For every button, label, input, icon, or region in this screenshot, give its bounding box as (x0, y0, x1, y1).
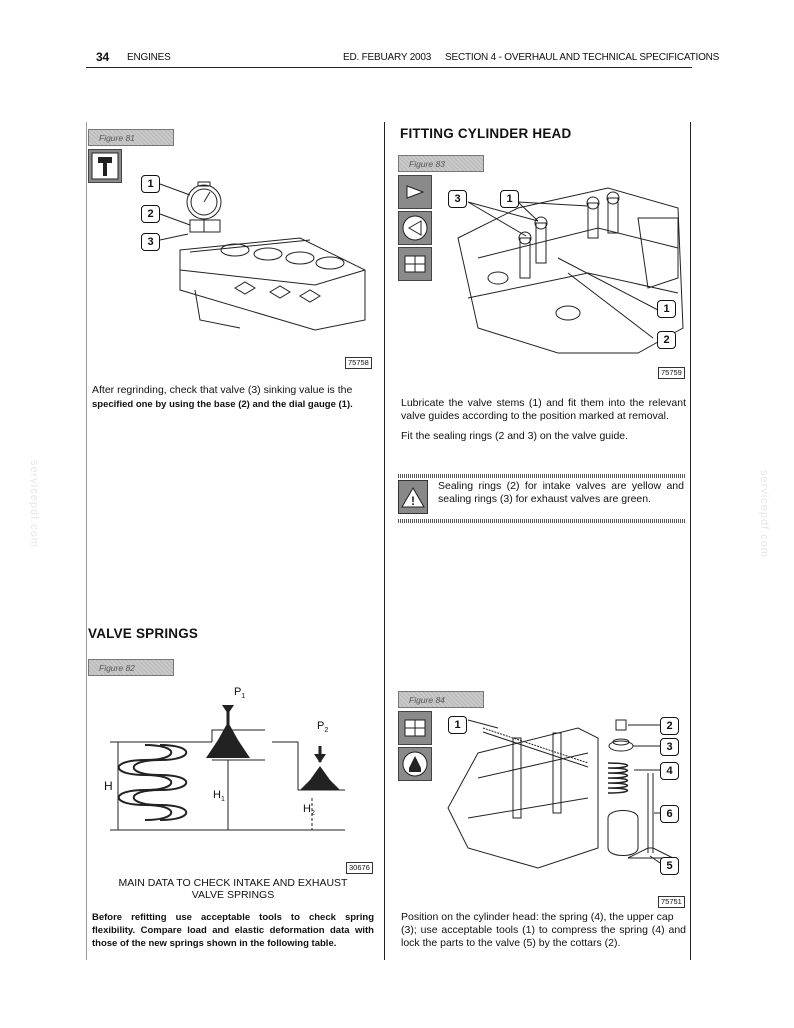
caption-line2: VALVE SPRINGS (191, 889, 275, 901)
figure-83-tab: Figure 83 (398, 155, 484, 172)
oil-can-icon (398, 747, 432, 781)
fig83-ref: 75759 (658, 367, 685, 379)
figure-84-drawing (447, 719, 674, 869)
valve-springs-heading: VALVE SPRINGS (88, 626, 199, 641)
warning-text: Sealing rings (2) for intake valves are … (438, 480, 684, 505)
grid-icon (398, 247, 432, 281)
fig83-callout-1-top: 1 (500, 190, 519, 208)
arrow-left-icon (398, 211, 432, 245)
fig82-ref: 30676 (346, 862, 373, 874)
fig83-callout-1-right: 1 (657, 300, 676, 318)
fig84-ref: 75751 (658, 896, 685, 908)
label-h: H (104, 779, 113, 793)
watermark-right: servicepdf.com (758, 470, 770, 558)
fig84-callout-2: 2 (660, 717, 679, 735)
position-text-line1: Position on the cylinder head: the sprin… (401, 911, 674, 923)
column-divider (384, 122, 385, 960)
label-h1: H1 (213, 789, 225, 804)
fig84-callout-3: 3 (660, 738, 679, 756)
fig81-callout-3: 3 (141, 233, 160, 251)
fig84-callout-5: 5 (660, 857, 679, 875)
fig81-ref: 75758 (345, 357, 372, 369)
fitting-cylinder-head-heading: FITTING CYLINDER HEAD (400, 126, 572, 141)
fig81-text-line1: After regrinding, check that valve (3) s… (92, 384, 353, 396)
caption-line1: MAIN DATA TO CHECK INTAKE AND EXHAUST (118, 877, 348, 889)
lubricate-text: Lubricate the valve stems (1) and fit th… (401, 397, 686, 422)
fig84-callout-1: 1 (448, 716, 467, 734)
page-number: 34 (96, 50, 109, 64)
figure-81-drawing (159, 181, 366, 331)
fig81-callout-1: 1 (141, 175, 160, 193)
header-section-left: ENGINES (127, 52, 171, 63)
fig83-callout-2: 2 (657, 331, 676, 349)
fig83-callout-3: 3 (448, 190, 467, 208)
fig84-callout-6: 6 (660, 805, 679, 823)
right-border (690, 122, 691, 960)
fig81-callout-2: 2 (141, 205, 160, 223)
warning-top-rule (398, 474, 686, 478)
valve-springs-text: Before refitting use acceptable tools to… (92, 912, 374, 949)
left-border (86, 122, 87, 960)
svg-text:!: ! (411, 494, 415, 508)
warning-icon: ! (398, 480, 428, 514)
label-p2: P2 (317, 720, 329, 735)
figure-82-spring-diagram (110, 705, 345, 831)
position-text-line2: (3); use acceptable tools (1) to compres… (401, 924, 686, 949)
header-edition: ED. FEBUARY 2003 (343, 52, 432, 63)
label-h2: H2 (303, 803, 315, 818)
fig81-text-line2: specified one by using the base (2) and … (92, 399, 353, 410)
header-rule (86, 67, 692, 68)
header-section-right: SECTION 4 - OVERHAUL AND TECHNICAL SPECI… (445, 52, 720, 63)
arrow-right-icon (398, 175, 432, 209)
watermark-left: servicepdf.com (28, 460, 40, 548)
figure-82-tab: Figure 82 (88, 659, 174, 676)
grid-icon-2 (398, 711, 432, 745)
figure-81-tab: Figure 81 (88, 129, 174, 146)
sealing-rings-text: Fit the sealing rings (2 and 3) on the v… (401, 430, 629, 442)
figure-83-drawing (457, 187, 684, 354)
figure-84-tab: Figure 84 (398, 691, 484, 708)
warning-bottom-rule (398, 519, 686, 523)
fig84-callout-4: 4 (660, 762, 679, 780)
label-p1: P1 (234, 686, 246, 701)
hammer-icon (88, 149, 122, 183)
